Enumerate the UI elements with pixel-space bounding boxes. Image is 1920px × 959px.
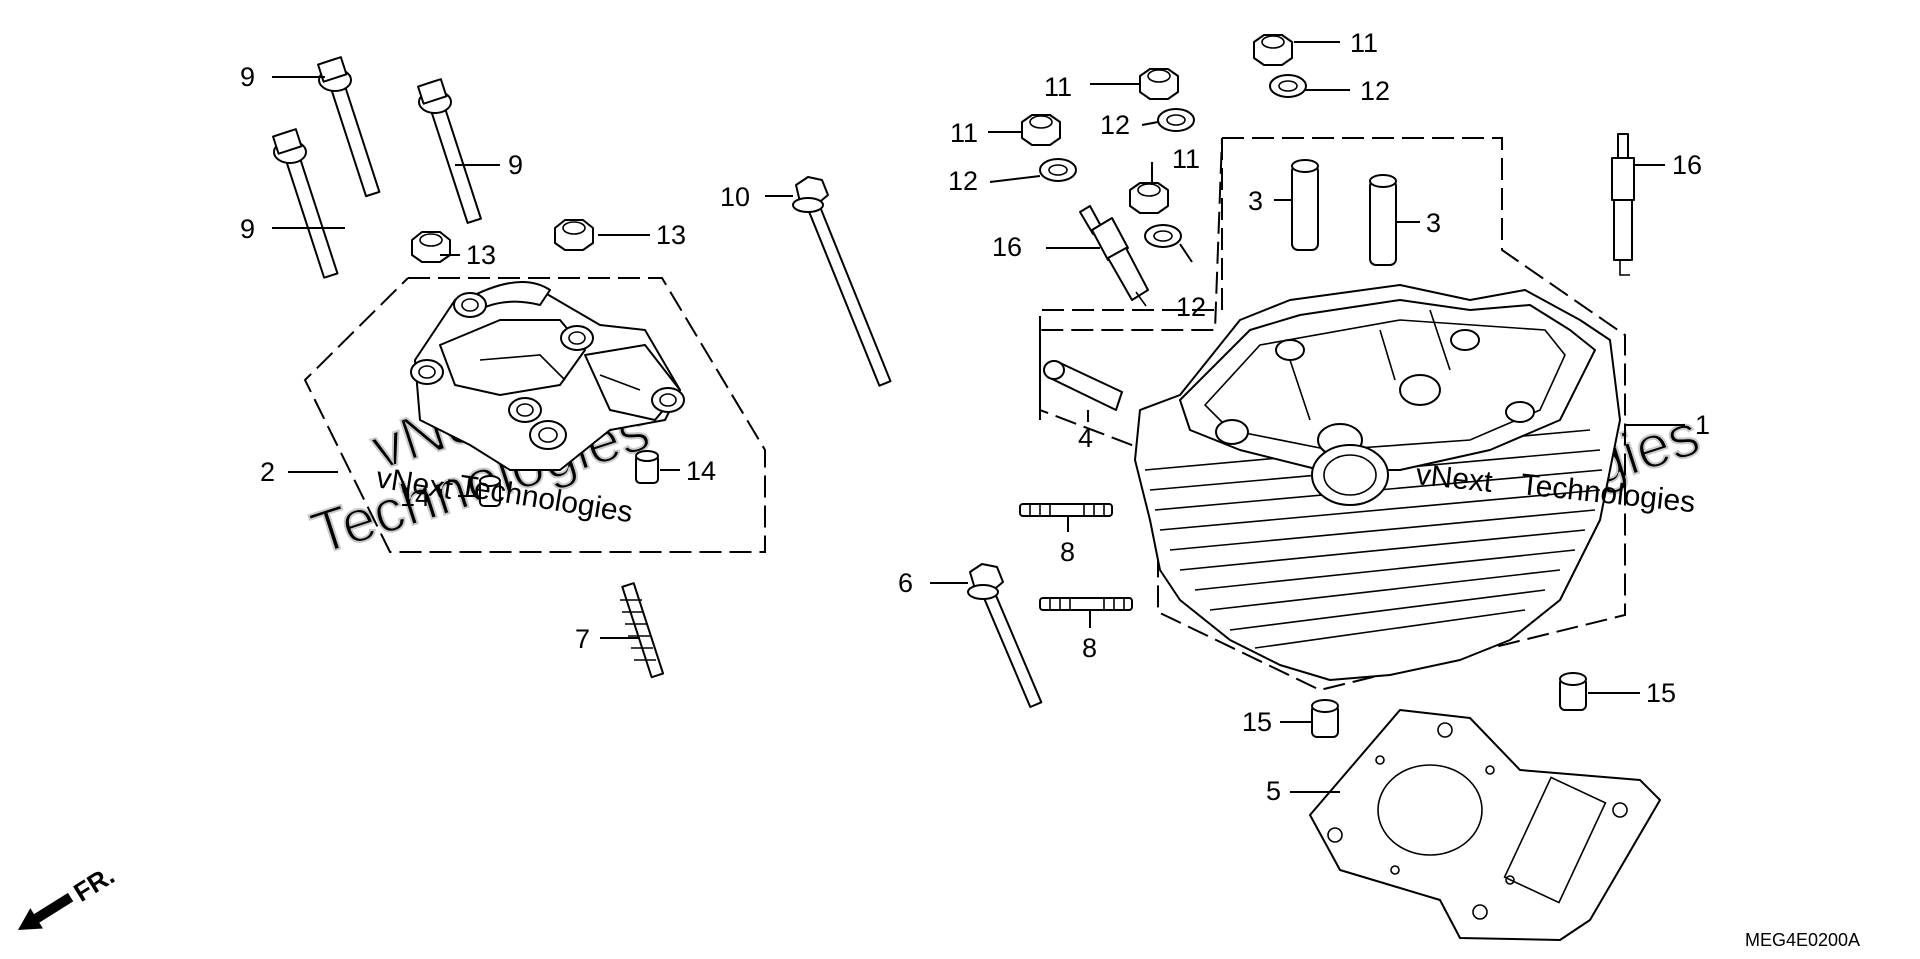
callout-10: 10 xyxy=(720,182,750,212)
dowel-15-left xyxy=(1311,699,1339,738)
bolt-9-right xyxy=(417,78,482,224)
dowel-14-right xyxy=(635,450,659,484)
nut-11-1 xyxy=(1253,34,1293,66)
nut-11-2 xyxy=(1139,68,1179,100)
head-gasket xyxy=(1309,709,1661,941)
front-arrow-icon xyxy=(18,892,74,930)
bolt-6 xyxy=(967,563,1043,709)
nut-13-right xyxy=(554,219,594,251)
valve-guide-3-left xyxy=(1291,159,1319,251)
head-group-outline xyxy=(1039,137,1626,692)
callout-9-middle: 9 xyxy=(508,150,523,180)
nut-11-3 xyxy=(1021,114,1061,146)
callout-16-middle: 16 xyxy=(992,232,1022,262)
callout-11-third: 11 xyxy=(950,118,978,148)
callout-7: 7 xyxy=(575,624,590,654)
washer-12-1 xyxy=(1269,74,1307,98)
callout-9-top: 9 xyxy=(240,62,255,92)
callout-2: 2 xyxy=(260,457,275,487)
stud-8-lower xyxy=(1039,597,1133,611)
callout-13-right: 13 xyxy=(656,220,686,250)
callout-12-fourth: 12 xyxy=(1176,292,1206,322)
callout-15-right: 15 xyxy=(1646,678,1676,708)
callout-8-lower: 8 xyxy=(1082,633,1097,663)
callout-11-fourth: 11 xyxy=(1172,144,1200,174)
callout-15-left: 15 xyxy=(1242,707,1272,737)
washer-12-4 xyxy=(1144,224,1182,248)
nut-11-4 xyxy=(1129,182,1169,214)
washer-12-2-hole xyxy=(1166,114,1186,126)
callout-16-right: 16 xyxy=(1672,150,1702,180)
stud-7 xyxy=(620,582,665,679)
callout-11-top: 11 xyxy=(1350,28,1378,58)
washer-12-4-hole xyxy=(1153,230,1173,242)
watermark-small-right: vNext xyxy=(1414,458,1494,499)
bolt-10 xyxy=(792,176,892,387)
callout-12-second: 12 xyxy=(1100,110,1130,140)
callout-13-left: 13 xyxy=(466,240,496,270)
front-label: FR. xyxy=(68,860,119,908)
valve-guide-outline xyxy=(1039,138,1223,420)
callout-11-second: 11 xyxy=(1044,72,1072,102)
washer-12-1-hole xyxy=(1278,80,1298,92)
callout-12-top: 12 xyxy=(1360,76,1390,106)
callout-14-left: 14 xyxy=(400,482,430,512)
callout-3-right: 3 xyxy=(1426,208,1441,238)
washer-12-2 xyxy=(1157,108,1195,132)
valve-guide-4 xyxy=(1043,360,1123,411)
nut-13-left xyxy=(411,231,451,263)
spark-plug-16-right xyxy=(1611,133,1635,276)
dowel-14-left xyxy=(479,475,501,507)
rocker-arm-holder xyxy=(410,281,685,471)
bolt-9-middle xyxy=(317,56,381,198)
bolt-9-left xyxy=(272,128,339,279)
washer-12-3-hole xyxy=(1048,164,1068,176)
callout-1: 1 xyxy=(1695,410,1710,440)
callout-8-upper: 8 xyxy=(1060,537,1075,567)
stud-8-upper xyxy=(1019,503,1113,517)
callout-12-third: 12 xyxy=(948,166,978,196)
valve-guide-3-right xyxy=(1369,174,1397,266)
spark-plug-16-middle xyxy=(1079,205,1149,307)
callout-9-left: 9 xyxy=(240,214,255,244)
callout-3-left: 3 xyxy=(1248,186,1263,216)
rocker-group-outline xyxy=(303,277,766,553)
callout-14-right: 14 xyxy=(686,456,716,486)
dowel-15-right xyxy=(1559,672,1587,711)
diagram-code: MEG4E0200A xyxy=(1745,930,1860,950)
front-indicator: FR. xyxy=(18,860,120,930)
callouts: 1 2 3 3 4 5 6 7 8 8 9 9 9 10 11 11 11 11… xyxy=(240,28,1710,806)
callout-4: 4 xyxy=(1078,423,1093,453)
callout-6: 6 xyxy=(898,568,913,598)
cylinder-head xyxy=(1134,284,1621,681)
leader-lines xyxy=(272,41,1685,793)
washer-12-3 xyxy=(1039,158,1077,182)
callout-5: 5 xyxy=(1266,776,1281,806)
